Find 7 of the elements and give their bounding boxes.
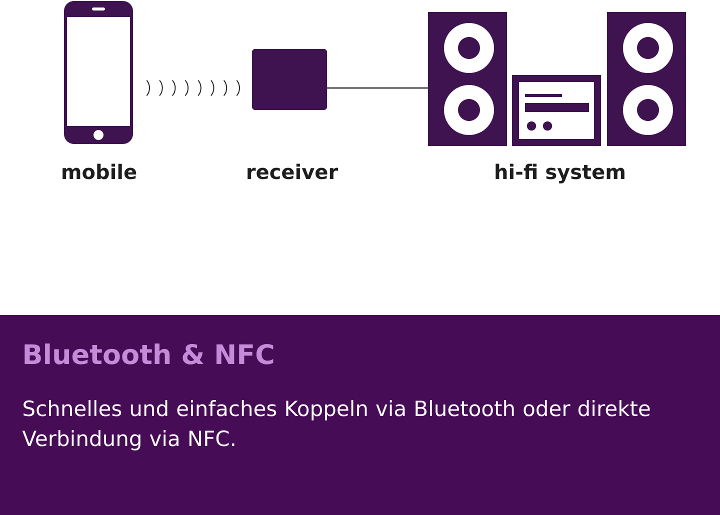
body-text: Schnelles und einfaches Koppeln via Bluetooth oder direkte Verbindung via NFC. (22, 400, 650, 450)
connector-line (327, 87, 428, 89)
info-band (0, 315, 720, 515)
node-label: mobile (62, 164, 136, 180)
node-label: hi-fi system (496, 164, 624, 184)
node-label: receiver (248, 164, 338, 180)
heading: Bluetooth & NFC (24, 344, 274, 364)
